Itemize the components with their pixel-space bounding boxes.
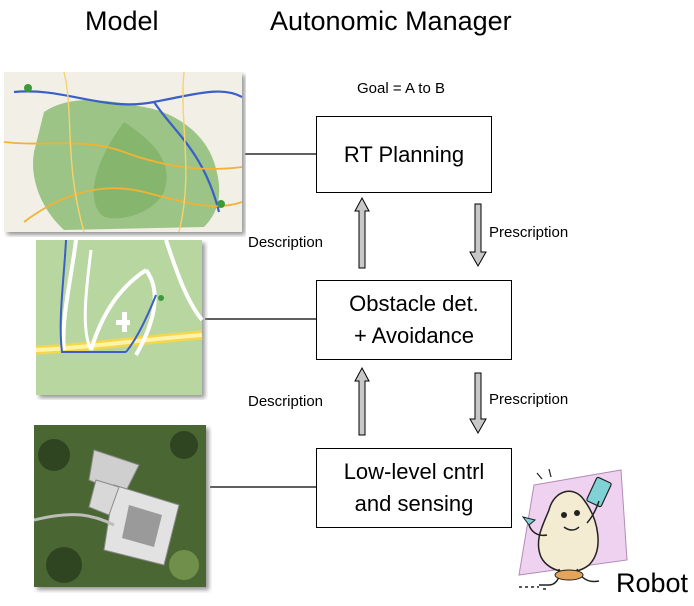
robot-label: Robot: [616, 568, 689, 598]
prescription-label-upper: Prescription: [489, 224, 569, 241]
description-label-upper: Description: [248, 234, 324, 251]
street-map-image: [36, 240, 205, 398]
robot-clipart: [518, 468, 628, 590]
up-arrow-upper: [354, 196, 370, 269]
obstacle-avoidance-box: Obstacle det. + Avoidance: [316, 280, 512, 360]
down-arrow-lower: [469, 372, 487, 435]
goal-label: Goal = A to B: [357, 80, 445, 97]
prescription-label-lower: Prescription: [489, 391, 569, 408]
description-label-lower: Description: [248, 393, 324, 410]
satellite-image: [34, 425, 209, 590]
down-arrow-upper: [469, 203, 487, 268]
up-arrow-lower: [354, 366, 370, 436]
model-heading: Model: [85, 6, 159, 36]
road-map-image: [4, 72, 245, 235]
rt-planning-box: RT Planning: [316, 116, 492, 193]
manager-heading: Autonomic Manager: [270, 6, 512, 36]
low-level-control-box: Low-level cntrl and sensing: [316, 448, 512, 528]
